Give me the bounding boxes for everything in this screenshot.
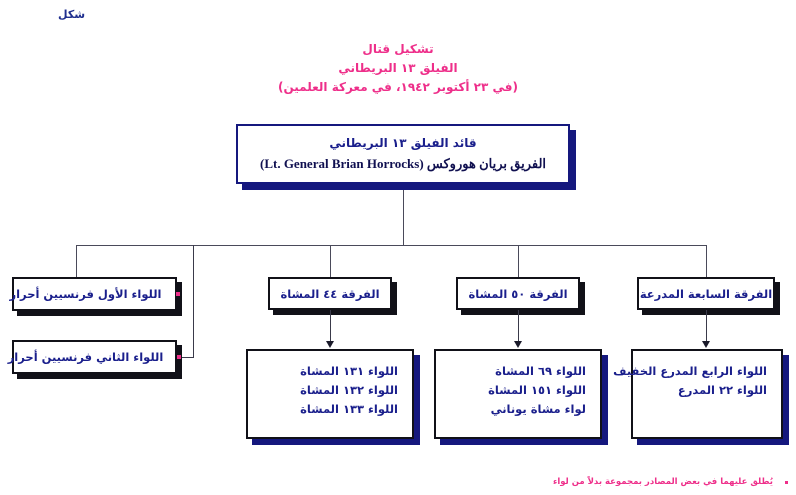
division-50-node: الفرقة ٥٠ المشاة xyxy=(456,277,580,310)
french-brigade-2-node: اللواء الثاني فرنسيين أحرار xyxy=(8,340,182,374)
division-7-units-node: اللواء الرابع المدرع الخفيف اللواء ٢٢ ال… xyxy=(613,349,783,439)
unit-item: اللواء ٢٢ المدرع xyxy=(677,383,767,397)
commander-name: الفريق بريان هوروكس (Lt. General Brian H… xyxy=(259,156,547,171)
footnote-marker-icon xyxy=(177,355,182,359)
arrow-down-icon xyxy=(702,341,710,348)
division-44-units-node: اللواء ١٣١ المشاة اللواء ١٣٢ المشاة اللو… xyxy=(246,349,414,439)
unit-item: اللواء الرابع المدرع الخفيف xyxy=(613,364,767,378)
division-44-node: الفرقة ٤٤ المشاة xyxy=(268,277,392,310)
french-brigade-2-label: اللواء الثاني فرنسيين أحرار xyxy=(7,350,164,364)
unit-item: اللواء ١٥١ المشاة xyxy=(488,383,586,397)
connector-drop-french-2 xyxy=(193,245,194,357)
connector-commander-stem xyxy=(403,190,404,246)
unit-item: لواء مشاة يوناني xyxy=(490,402,586,416)
connector-drop-division-44 xyxy=(330,245,331,277)
connector-elbow-french-2 xyxy=(181,357,194,358)
unit-item: اللواء ١٣٣ المشاة xyxy=(300,402,398,416)
arrow-down-icon xyxy=(514,341,522,348)
arrow-down-icon xyxy=(326,341,334,348)
connector-drop-division-7 xyxy=(706,245,707,277)
connector-division-44-to-units xyxy=(330,310,331,345)
french-brigade-1-node: اللواء الأول فرنسيين أحرار xyxy=(9,277,180,311)
commander-title: قائد الفيلق ١٣ البريطاني xyxy=(329,136,477,150)
connector-drop-division-50 xyxy=(518,245,519,277)
commander-node: قائد الفيلق ١٣ البريطاني الفريق بريان هو… xyxy=(236,124,570,184)
footnote-marker-icon xyxy=(175,292,180,296)
footnote-text: يُطلق عليهما في بعض المصادر بمجموعة بدلا… xyxy=(552,477,773,487)
division-7-label: الفرقة السابعة المدرعة xyxy=(639,286,773,301)
title-line-1: تشكيل قتال xyxy=(362,42,434,56)
connector-division-50-to-units xyxy=(518,310,519,345)
footnote: يُطلق عليهما في بعض المصادر بمجموعة بدلا… xyxy=(553,477,788,487)
chart-title: تشكيل قتال الفيلق ١٣ البريطاني (في ٢٣ أك… xyxy=(248,40,548,97)
connector-drop-french-1 xyxy=(76,245,77,277)
french-brigade-1-label: اللواء الأول فرنسيين أحرار xyxy=(9,287,162,301)
connector-division-7-to-units xyxy=(706,310,707,345)
footnote-bullet-icon xyxy=(785,480,788,484)
title-line-3: (في ٢٣ أكتوبر ١٩٤٢، في معركة العلمين) xyxy=(278,80,518,94)
figure-label: شكل xyxy=(58,8,86,21)
division-50-units-node: اللواء ٦٩ المشاة اللواء ١٥١ المشاة لواء … xyxy=(434,349,602,439)
unit-item: اللواء ١٣٢ المشاة xyxy=(300,383,398,397)
title-line-2: الفيلق ١٣ البريطاني xyxy=(338,61,458,75)
division-44-label: الفرقة ٤٤ المشاة xyxy=(280,286,380,301)
division-50-label: الفرقة ٥٠ المشاة xyxy=(468,286,568,301)
unit-item: اللواء ١٣١ المشاة xyxy=(300,364,398,378)
unit-item: اللواء ٦٩ المشاة xyxy=(495,364,586,378)
division-7-node: الفرقة السابعة المدرعة xyxy=(637,277,775,310)
connector-bus xyxy=(76,245,706,246)
